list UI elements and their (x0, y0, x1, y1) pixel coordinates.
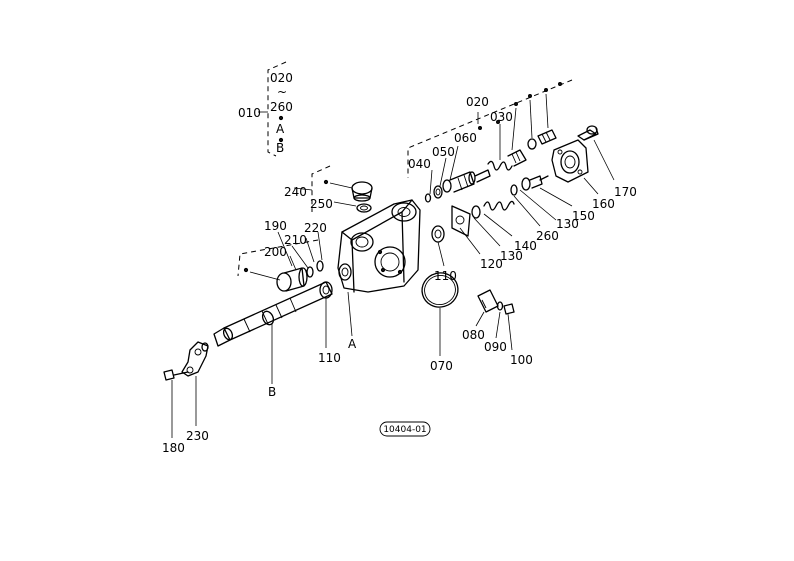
bracket-230 (181, 341, 209, 377)
seal-110-right (431, 225, 445, 243)
label-070: 070 (430, 359, 453, 373)
leader-dots-020 (478, 82, 562, 130)
o-ring-070 (421, 272, 459, 308)
fitting-080 (477, 289, 499, 313)
label-180: 180 (162, 441, 185, 455)
spring-030 (487, 149, 527, 171)
label-250: 250 (310, 197, 333, 211)
label-110-left: 110 (318, 351, 341, 365)
legend-item-b: B (276, 141, 284, 155)
label-140: 140 (514, 239, 537, 253)
label-240: 240 (284, 185, 307, 199)
bolt-170 (577, 125, 599, 141)
label-260: 260 (536, 229, 559, 243)
o-ring-260 (510, 184, 518, 196)
adjust-screw-020 (527, 129, 557, 150)
assembly-legend: 010 020 ~ 260 A B (238, 61, 293, 157)
spool-assembly (213, 267, 333, 347)
label-100: 100 (510, 353, 533, 367)
bolt-180 (163, 369, 189, 381)
label-080: 080 (462, 328, 485, 342)
o-ring-210 (306, 266, 314, 278)
group-bracket-020 (407, 79, 573, 178)
legend-range-start: 020 (270, 71, 293, 85)
o-ring-220 (316, 260, 324, 272)
label-130-upper: 130 (556, 217, 579, 231)
label-090: 090 (484, 340, 507, 354)
seat-050 (433, 185, 443, 199)
label-160: 160 (592, 197, 615, 211)
label-150: 150 (572, 209, 595, 223)
legend-item-a: A (276, 122, 285, 136)
label-200: 200 (264, 245, 287, 259)
washer-250 (356, 203, 372, 213)
o-ring-040 (424, 193, 432, 203)
label-050: 050 (432, 145, 455, 159)
plug-240 (323, 179, 373, 202)
label-120: 120 (480, 257, 503, 271)
label-020: 020 (466, 95, 489, 109)
group-bracket-190 (237, 239, 319, 277)
label-110-right: 110 (434, 269, 457, 283)
group-bracket-240 (311, 165, 331, 212)
washer-130 (471, 205, 481, 219)
reference-code: 10404-01 (383, 425, 426, 435)
label-mark-b: B (268, 385, 276, 399)
label-130-lower: 130 (500, 249, 523, 263)
label-060: 060 (454, 131, 477, 145)
label-190: 190 (264, 219, 287, 233)
label-040: 040 (408, 157, 431, 171)
part-labels: 020 030 040 050 060 070 080 090 100 110 … (162, 95, 637, 455)
gasket-120 (451, 205, 471, 237)
piston-150 (521, 175, 549, 191)
cover-160 (551, 139, 589, 183)
plug-200 (276, 267, 308, 292)
legend-range-end: 260 (270, 100, 293, 114)
label-220: 220 (304, 221, 327, 235)
o-ring-090 (496, 301, 504, 311)
label-210: 210 (284, 233, 307, 247)
leader-lines (171, 93, 615, 438)
label-170: 170 (614, 185, 637, 199)
legend-bullet-icon (278, 137, 284, 143)
label-230: 230 (186, 429, 209, 443)
label-030: 030 (490, 110, 513, 124)
plug-100 (503, 303, 515, 315)
label-mark-a: A (348, 337, 357, 351)
valve-body (337, 199, 421, 293)
legend-bullet-icon (278, 115, 284, 121)
legend-range-mark: ~ (277, 85, 287, 99)
spring-140 (483, 200, 515, 211)
reference-code-badge: 10404-01 (379, 421, 431, 437)
legend-group-number: 010 (238, 106, 261, 120)
valve-060 (442, 169, 491, 193)
